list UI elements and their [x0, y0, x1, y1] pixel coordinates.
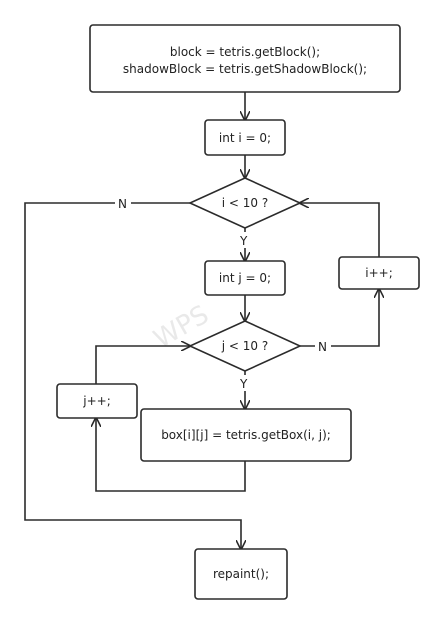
edge-cond-j-no-to-i-inc	[300, 289, 379, 347]
cond-i-no-label: N	[118, 197, 127, 211]
cond-j-diamond: j < 10 ?	[188, 320, 302, 372]
i-inc-box: i++;	[338, 256, 420, 290]
init-line-2: shadowBlock = tetris.getShadowBlock();	[123, 62, 367, 76]
edge-j-inc-to-cond-j	[95, 346, 190, 384]
init-line-1: block = tetris.getBlock();	[170, 45, 320, 59]
int-i-label: int i = 0;	[219, 131, 271, 145]
cond-i-diamond: i < 10 ?	[188, 177, 302, 229]
cond-j-yes-label: Y	[239, 377, 248, 391]
cond-i-label: i < 10 ?	[222, 196, 268, 210]
i-inc-label: i++;	[365, 266, 393, 280]
init-process-box: block = tetris.getBlock(); shadowBlock =…	[89, 24, 401, 93]
j-inc-label: j++;	[82, 394, 111, 408]
edge-cond-i-no-to-repaint	[24, 202, 241, 549]
repaint-box: repaint();	[194, 548, 288, 600]
cond-i-yes-label: Y	[239, 234, 248, 248]
repaint-label: repaint();	[213, 567, 269, 581]
int-j-label: int j = 0;	[219, 271, 271, 285]
box-assign-label: box[i][j] = tetris.getBox(i, j);	[161, 428, 331, 442]
box-assign-box: box[i][j] = tetris.getBox(i, j);	[140, 408, 352, 462]
edge-box-to-j-inc	[96, 418, 246, 492]
cond-j-no-label: N	[318, 340, 327, 354]
edge-labels: N Y N Y	[115, 195, 331, 391]
edge-i-inc-to-cond-i	[300, 203, 380, 257]
cond-j-label: j < 10 ?	[221, 339, 268, 353]
j-inc-box: j++;	[56, 383, 138, 419]
int-j-box: int j = 0;	[204, 260, 286, 296]
int-i-box: int i = 0;	[204, 119, 286, 156]
